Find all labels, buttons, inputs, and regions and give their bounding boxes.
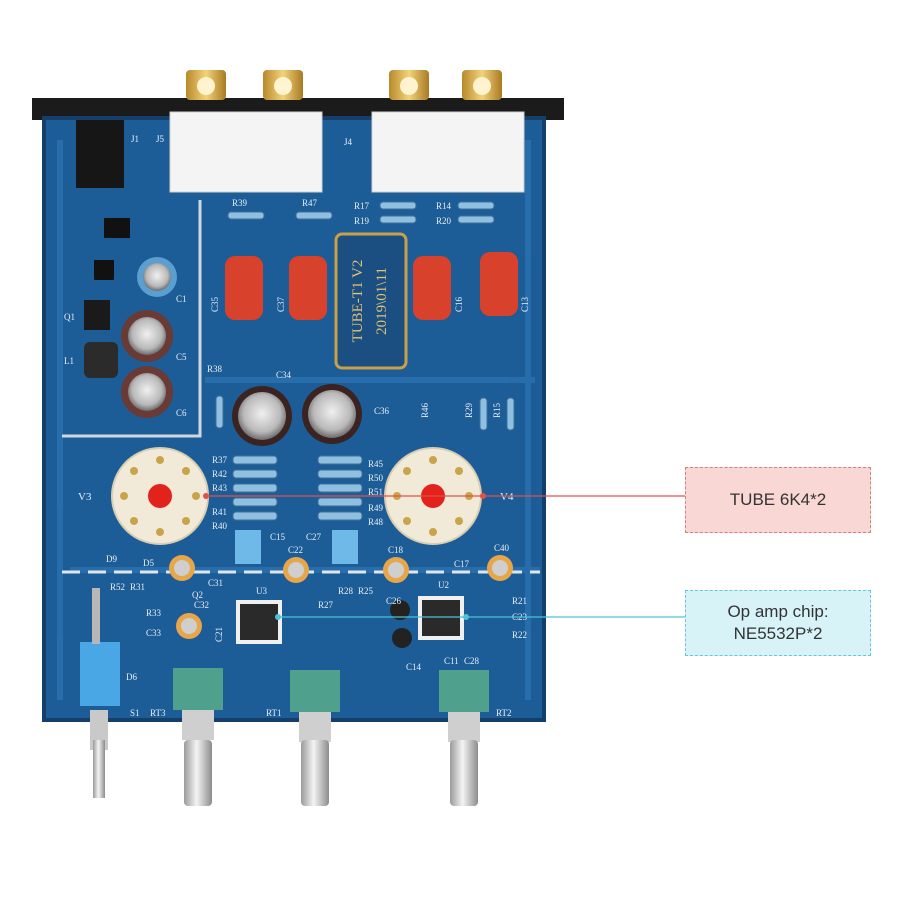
label-r38: R38 [207,364,223,374]
opamp-callout-dot-u3 [275,614,281,620]
label-c6: C6 [176,408,187,418]
model-label: TUBE-T1 V2 [350,260,366,343]
dc-jack [76,120,124,188]
opamp-chip-u2 [418,596,464,640]
pot-rt3 [173,668,223,806]
label-r48: R48 [368,517,384,527]
pot-rt1 [290,670,340,806]
coupling-caps [169,555,513,648]
label-c17: C17 [454,559,470,569]
label-c36: C36 [374,406,390,416]
label-c35: C35 [210,296,220,312]
toggle-switch [80,588,120,798]
label-r33: R33 [146,608,162,618]
label-j5: J5 [156,134,165,144]
film-capacitors [225,252,518,320]
label-r40: R40 [212,521,228,531]
label-d5: D5 [143,558,154,568]
label-r17: R17 [354,201,370,211]
label-c14: C14 [406,662,422,672]
rca-jacks [186,70,502,100]
label-r27: R27 [318,600,334,610]
label-c31: C31 [208,578,223,588]
label-u2: U2 [438,580,449,590]
label-r41: R41 [212,507,227,517]
opamp-callout-dot-u2 [463,614,469,620]
label-c27: C27 [306,532,322,542]
label-s1: S1 [130,708,140,718]
pot-rt2 [439,670,489,806]
opamp-callout-line1: Op amp chip: [727,602,829,621]
label-c28: C28 [464,656,480,666]
label-c33: C33 [146,628,162,638]
label-u3: U3 [256,586,267,596]
opamp-callout-line2: NE5532P*2 [733,624,823,643]
label-rt3: RT3 [150,708,166,718]
label-c18: C18 [388,545,404,555]
label-r52: R52 [110,582,125,592]
label-r47: R47 [302,198,318,208]
resistor-arrays [215,201,515,521]
date-label: 2019\01\11 [374,267,390,335]
label-v4: V4 [500,491,514,503]
label-r21: R21 [512,596,527,606]
label-r15: R15 [492,402,502,418]
label-r22: R22 [512,630,527,640]
label-q2: Q2 [192,590,203,600]
tube-callout-dot-v4 [480,493,486,499]
power-section [84,218,130,378]
label-rt2: RT2 [496,708,511,718]
rca-housings [169,111,525,193]
label-c26: C26 [386,596,402,606]
opamp-callout: Op amp chip: NE5532P*2 [685,590,871,656]
label-r46: R46 [420,402,430,418]
label-c21: C21 [214,627,224,642]
label-r51: R51 [368,487,383,497]
label-r14: R14 [436,201,452,211]
label-c13: C13 [520,296,530,312]
label-c11: C11 [444,656,459,666]
label-r20: R20 [436,216,452,226]
filter-caps [232,384,362,446]
label-r29: R29 [464,402,474,418]
label-v3: V3 [78,491,92,503]
label-c37: C37 [276,296,286,312]
label-r19: R19 [354,216,370,226]
label-r45: R45 [368,459,384,469]
label-j1: J1 [131,134,139,144]
label-j4: J4 [344,137,353,147]
tube-callout-dot-v3 [203,493,209,499]
label-c5: C5 [176,352,187,362]
label-r42: R42 [212,469,227,479]
label-l1: L1 [64,356,74,366]
model-label-box [334,232,408,370]
label-c16: C16 [454,296,464,312]
label-r49: R49 [368,503,384,513]
tube-callout: TUBE 6K4*2 [685,467,871,533]
label-rt1: RT1 [266,708,281,718]
label-c1: C1 [176,294,187,304]
label-q1: Q1 [64,312,75,322]
tube-callout-text: TUBE 6K4*2 [729,490,827,509]
label-d9: D9 [106,554,117,564]
label-r37: R37 [212,455,228,465]
label-r25: R25 [358,586,374,596]
label-r39: R39 [232,198,248,208]
label-c34: C34 [276,370,292,380]
label-c32: C32 [194,600,209,610]
label-c15: C15 [270,532,286,542]
label-c40: C40 [494,543,510,553]
box-capacitors [235,530,358,564]
label-c22: C22 [288,545,303,555]
label-r31: R31 [130,582,145,592]
label-r43: R43 [212,483,228,493]
label-r28: R28 [338,586,354,596]
label-r50: R50 [368,473,384,483]
label-d6: D6 [126,672,137,682]
power-caps [121,257,177,418]
opamp-chip-u3 [236,600,282,644]
